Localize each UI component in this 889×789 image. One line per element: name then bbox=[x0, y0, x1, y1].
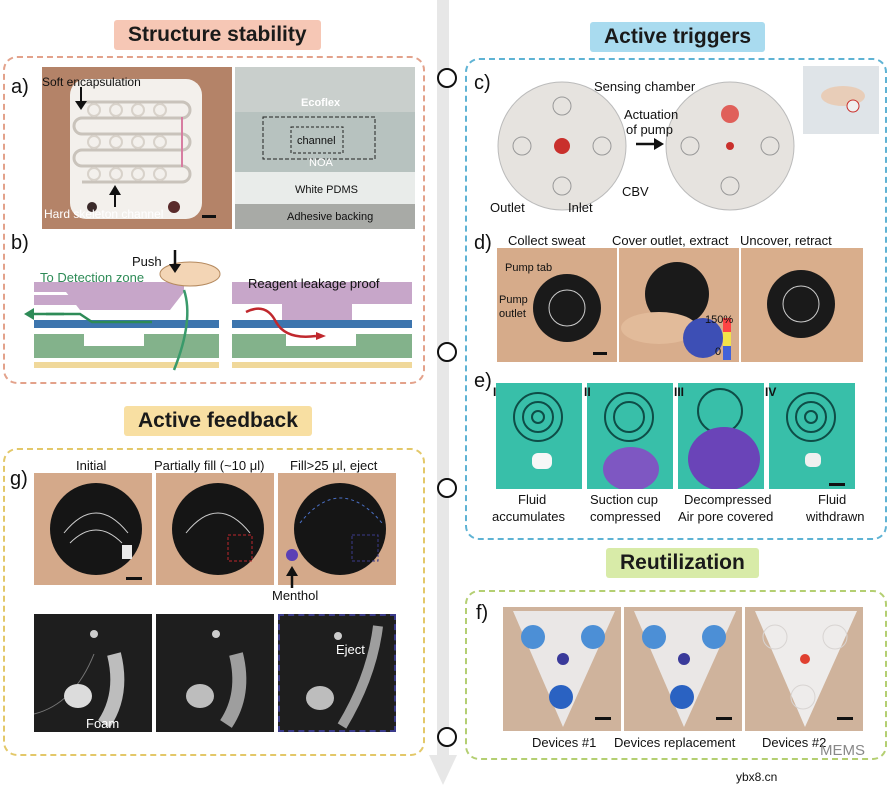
leakage-proof-label: Reagent leakage proof bbox=[248, 276, 380, 291]
initial-label: Initial bbox=[76, 458, 107, 473]
panel-d-photo-3 bbox=[741, 248, 863, 362]
panel-g-photo-2 bbox=[156, 473, 274, 585]
sensing-chamber-label: Sensing chamber bbox=[594, 79, 696, 94]
step-3-num: III bbox=[674, 385, 685, 399]
arrow-left-icon bbox=[24, 308, 64, 320]
of-pump-label: of pump bbox=[626, 122, 673, 137]
push-label: Push bbox=[132, 254, 162, 269]
timeline-node-4 bbox=[437, 727, 457, 747]
title-active-triggers: Active triggers bbox=[590, 22, 766, 52]
soft-encapsulation-label: Soft encapsulation bbox=[42, 75, 141, 89]
panel-d-label: d) bbox=[474, 232, 492, 254]
devices2-label: Devices #2 bbox=[762, 735, 827, 750]
step-1-num: I bbox=[493, 385, 497, 399]
panel-d-photo-2: 150% 0 bbox=[619, 248, 739, 362]
uncover-retract-label: Uncover, retract bbox=[740, 233, 832, 248]
hard-skeleton-label: Hard skeleton channel bbox=[44, 207, 164, 221]
timeline-node-2 bbox=[437, 342, 457, 362]
panel-a-label: a) bbox=[11, 76, 29, 98]
panel-c-finger-photo bbox=[803, 66, 879, 134]
panel-a-device-photo: Soft encapsulation Hard skeleton channel bbox=[42, 67, 232, 229]
arrow-up-icon bbox=[109, 185, 121, 207]
noa-label: NOA bbox=[309, 157, 333, 169]
box-triggers bbox=[465, 58, 887, 540]
panel-g-micro-3: Eject bbox=[278, 614, 396, 732]
box-feedback bbox=[3, 448, 425, 756]
panel-e-step-1 bbox=[496, 383, 582, 489]
inlet-label: Inlet bbox=[568, 200, 593, 215]
panel-f-label: f) bbox=[476, 602, 489, 624]
cbv-label: CBV bbox=[622, 184, 649, 199]
adhesive-label: Adhesive backing bbox=[287, 211, 374, 223]
panel-g-photo-3 bbox=[278, 473, 396, 585]
box-structure bbox=[3, 56, 425, 384]
step-2-num: II bbox=[584, 385, 591, 399]
step-1-line1: Fluid bbox=[518, 492, 547, 507]
devices-replacement-label: Devices replacement bbox=[614, 735, 736, 750]
title-reutilization: Reutilization bbox=[606, 548, 759, 578]
step-2-line1: Suction cup bbox=[590, 492, 658, 507]
title-active-feedback: Active feedback bbox=[124, 406, 312, 436]
timeline-node-1 bbox=[437, 68, 457, 88]
step-1-line2: accumulates bbox=[492, 509, 565, 524]
arrow-up-icon bbox=[286, 566, 298, 588]
outlet-label: Outlet bbox=[490, 200, 525, 215]
panel-e-step-4 bbox=[769, 383, 855, 489]
panel-e-step-2 bbox=[587, 383, 673, 489]
step-4-num: IV bbox=[765, 385, 777, 399]
pump-outlet-label: outlet bbox=[499, 308, 526, 320]
box-reutil bbox=[465, 590, 887, 760]
watermark-site: ybx8.cn bbox=[736, 770, 778, 784]
step-2-line2: compressed bbox=[590, 509, 661, 524]
to-detection-label: To Detection zone bbox=[40, 270, 145, 285]
panel-a-cross-section-photo: Ecoflex channel NOA White PDMS Adhesive … bbox=[235, 67, 415, 229]
white-pdms-label: White PDMS bbox=[295, 184, 358, 196]
devices1-label: Devices #1 bbox=[532, 735, 597, 750]
step-4-line1: Fluid bbox=[818, 492, 847, 507]
foam-label: Foam bbox=[86, 716, 120, 731]
panel-c-disc-photos bbox=[497, 81, 795, 211]
panel-f-photo-1 bbox=[503, 607, 621, 731]
panel-g-photo-1 bbox=[34, 473, 152, 585]
panel-g-micro-1: Foam bbox=[34, 614, 152, 732]
fill-eject-label: Fill>25 μl, eject bbox=[290, 458, 378, 473]
step-4-line2: withdrawn bbox=[806, 509, 865, 524]
pump-tab-label: Pump tab bbox=[505, 262, 553, 274]
actuation-label: Actuation bbox=[624, 107, 679, 122]
panel-c-label: c) bbox=[474, 72, 491, 94]
timeline-arrow bbox=[429, 0, 457, 785]
step-3-line2: Air pore covered bbox=[678, 509, 774, 524]
panel-e-label: e) bbox=[474, 370, 492, 392]
arrow-down-icon bbox=[169, 250, 181, 273]
panel-b-label: b) bbox=[11, 232, 29, 254]
menthol-label: Menthol bbox=[272, 588, 319, 603]
arrow-down-icon bbox=[75, 87, 87, 110]
panel-e-step-3 bbox=[678, 383, 764, 489]
panel-f-photo-3 bbox=[745, 607, 863, 731]
panel-g-micro-2 bbox=[156, 614, 274, 732]
timeline-node-3 bbox=[437, 478, 457, 498]
panel-f-photo-2 bbox=[624, 607, 742, 731]
eject-label: Eject bbox=[336, 642, 365, 657]
title-structure-stability: Structure stability bbox=[114, 20, 321, 50]
cover-outlet-label: Cover outlet, extract bbox=[612, 233, 729, 248]
watermark-brand: MEMS bbox=[820, 742, 865, 759]
panel-d-photo-1: Pump tab Pump outlet bbox=[497, 248, 617, 362]
pump-label: Pump bbox=[499, 294, 528, 306]
collect-sweat-label: Collect sweat bbox=[508, 233, 586, 248]
step-3-line1: Decompressed bbox=[684, 492, 772, 507]
scale-min-label: 0 bbox=[715, 346, 722, 358]
scale-max-label: 150% bbox=[705, 314, 734, 326]
partial-fill-label: Partially fill (~10 μl) bbox=[154, 458, 265, 473]
ecoflex-label: Ecoflex bbox=[301, 97, 341, 109]
panel-g-label: g) bbox=[10, 468, 28, 490]
channel-label: channel bbox=[297, 135, 336, 147]
panel-b-diagram bbox=[34, 261, 412, 371]
